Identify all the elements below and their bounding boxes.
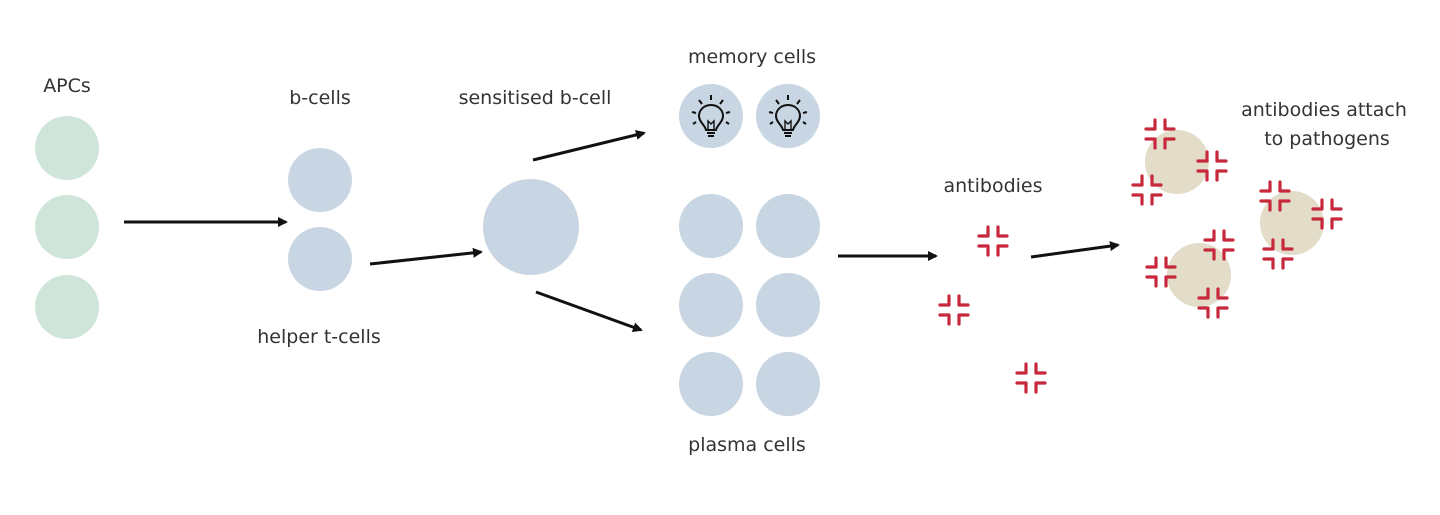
pathogen: [1260, 191, 1324, 255]
plasma-cell: [756, 273, 820, 337]
antibodies-attach-label-line2: to pathogens: [1264, 128, 1390, 150]
apc-cell: [35, 116, 99, 180]
free-antibodies-group: [938, 225, 1047, 394]
b-cells-label: b-cells: [289, 87, 351, 109]
helper-t-cells-label: helper t-cells: [257, 326, 381, 348]
arrows-group: [124, 130, 1120, 332]
apc-cell: [35, 275, 99, 339]
antibody-icon: [977, 225, 1009, 257]
antibody-icon: [938, 294, 970, 326]
pathogen: [1145, 130, 1209, 194]
antibodies-label: antibodies: [943, 175, 1043, 197]
memory-cells-label: memory cells: [687, 46, 817, 68]
arrow-bcell-to-sensitised: [369, 247, 483, 266]
helper-t-cell: [288, 227, 352, 291]
plasma-cells-group: [679, 194, 820, 416]
arrow-antibodies-to-pathogens: [1030, 241, 1120, 259]
arrow-sensitised-to-memory: [532, 130, 646, 162]
plasma-cell: [679, 273, 743, 337]
b-cell: [288, 148, 352, 212]
bcell-tcell-group: [288, 148, 352, 291]
sensitised-b-cell: [483, 179, 579, 275]
sensitised-b-cell-label: sensitised b-cell: [458, 87, 612, 109]
plasma-cells-label: plasma cells: [688, 434, 806, 456]
apc-cell: [35, 195, 99, 259]
memory-cell: [756, 84, 820, 148]
memory-cell: [679, 84, 743, 148]
pathogens-group: [1145, 130, 1324, 307]
antibodies-attach-label-line1: antibodies attach: [1241, 99, 1407, 121]
apc-group: [35, 116, 99, 339]
apcs-label: APCs: [43, 75, 91, 97]
plasma-cell: [679, 352, 743, 416]
plasma-cell: [679, 194, 743, 258]
plasma-cell: [756, 194, 820, 258]
antibody-icon: [1015, 362, 1047, 394]
plasma-cell: [756, 352, 820, 416]
memory-cells-group: [679, 84, 820, 148]
arrow-sensitised-to-plasma: [535, 290, 643, 332]
